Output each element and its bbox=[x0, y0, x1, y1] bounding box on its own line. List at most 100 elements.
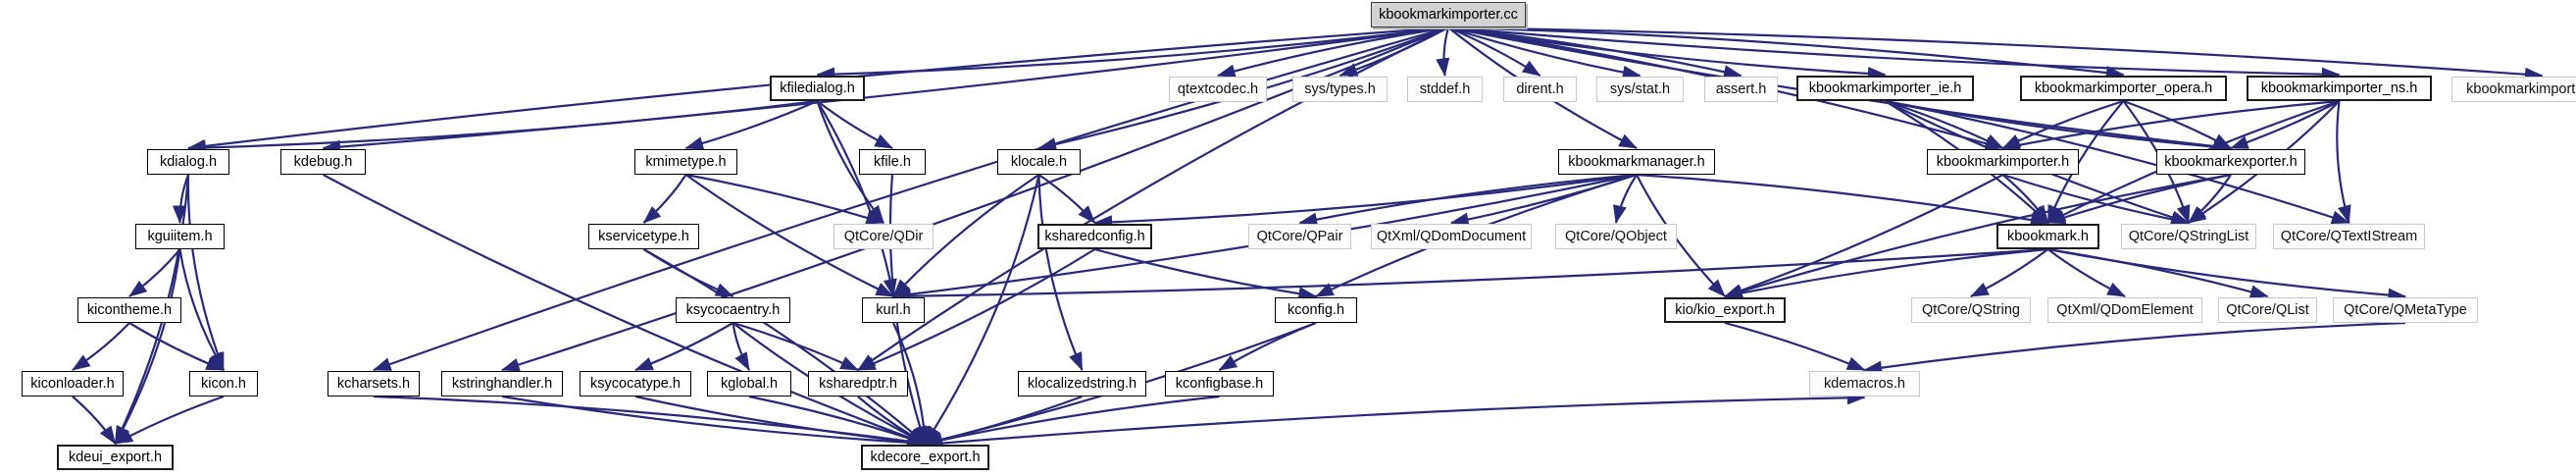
graph-node-label: kbookmarkexporter.h bbox=[2164, 153, 2298, 170]
graph-node-qtextcodec[interactable]: qtextcodec.h bbox=[1169, 77, 1267, 102]
graph-edge-root-to-dirent bbox=[1447, 26, 1541, 77]
graph-node-kstringhandler[interactable]: kstringhandler.h bbox=[441, 371, 563, 397]
graph-node-kdecore_export[interactable]: kdecore_export.h bbox=[861, 445, 989, 470]
graph-edge-kbookmarkmanager-to-ksharedconfig bbox=[1093, 173, 1638, 230]
graph-edge-importer_ns-to-qtcore_qtextstr bbox=[2336, 100, 2351, 225]
graph-edge-importer_ie-to-qtcore_qtextstr bbox=[1885, 99, 2350, 225]
graph-node-sysstat[interactable]: sys/stat.h bbox=[1596, 77, 1684, 102]
graph-node-kiconloader[interactable]: kiconloader.h bbox=[22, 371, 124, 397]
graph-node-label: QtCore/QTextIStream bbox=[2280, 228, 2418, 244]
graph-node-qtxml_qdomdoc[interactable]: QtXml/QDomDocument bbox=[1371, 224, 1532, 249]
graph-node-label: assert.h bbox=[1715, 80, 1767, 97]
graph-node-kicontheme[interactable]: kicontheme.h bbox=[77, 297, 181, 323]
graph-edge-kconfig-to-kconfigbase bbox=[1218, 321, 1317, 371]
graph-node-qtcore_qlist[interactable]: QtCore/QList bbox=[2218, 297, 2317, 323]
graph-node-label: sys/types.h bbox=[1304, 80, 1376, 97]
graph-node-kdebug[interactable]: kdebug.h bbox=[280, 149, 366, 175]
graph-node-label: kbookmarkimporter_ns.h bbox=[2260, 79, 2418, 96]
graph-node-label: QtXml/QDomElement bbox=[2056, 301, 2194, 318]
graph-node-label: kdialog.h bbox=[159, 153, 218, 170]
graph-edge-kiconloader-to-kdeui_export bbox=[72, 396, 117, 445]
graph-node-label: QtXml/QDomDocument bbox=[1376, 228, 1527, 244]
graph-node-kdeui_export[interactable]: kdeui_export.h bbox=[57, 445, 174, 470]
graph-edge-kbookmarkimporter-to-kio_export bbox=[1723, 174, 2004, 298]
graph-node-importer_opera[interactable]: kbookmarkimporter_opera.h bbox=[2020, 76, 2227, 101]
graph-node-label: QtCore/QStringList bbox=[2128, 228, 2249, 244]
graph-node-assert[interactable]: assert.h bbox=[1704, 77, 1778, 102]
graph-node-label: dirent.h bbox=[1516, 80, 1564, 97]
graph-node-qtcore_qdir[interactable]: QtCore/QDir bbox=[833, 224, 934, 249]
graph-edge-kdebug-to-kdecore_export bbox=[322, 174, 927, 446]
graph-node-kglobal[interactable]: kglobal.h bbox=[707, 371, 791, 397]
graph-node-label: klocalizedstring.h bbox=[1027, 375, 1137, 392]
graph-node-label: kguiitem.h bbox=[147, 228, 213, 244]
graph-node-kicon[interactable]: kicon.h bbox=[189, 371, 258, 397]
graph-node-kbookmarkimporter[interactable]: kbookmarkimporter.h bbox=[1927, 149, 2079, 175]
graph-node-label: kdeui_export.h bbox=[68, 449, 163, 465]
graph-node-kmimetype[interactable]: kmimetype.h bbox=[634, 149, 737, 175]
graph-node-kbookmarkexporter[interactable]: kbookmarkexporter.h bbox=[2156, 149, 2305, 175]
graph-node-ksycocatype[interactable]: ksycocatype.h bbox=[580, 371, 691, 397]
graph-node-importer_ie[interactable]: kbookmarkimporter_ie.h bbox=[1796, 76, 1974, 101]
graph-edge-kbookmarkimporter-to-kbookmark bbox=[2001, 174, 2049, 224]
graph-node-stddef[interactable]: stddef.h bbox=[1407, 77, 1483, 102]
graph-node-label: QtCore/QDir bbox=[843, 228, 924, 244]
graph-edge-kdecore_export-to-kdemacros bbox=[925, 391, 1866, 447]
graph-edge-kbookmarkmanager-to-qtcore_qpair bbox=[1298, 173, 1638, 227]
graph-node-qtcore_qobject[interactable]: QtCore/QObject bbox=[1555, 224, 1677, 249]
graph-node-qtcore_qtextstr[interactable]: QtCore/QTextIStream bbox=[2273, 224, 2425, 249]
graph-edge-kfiledialog-to-kfile bbox=[816, 100, 893, 149]
graph-node-label: kdecore_export.h bbox=[870, 449, 981, 465]
graph-node-ksharedconfig[interactable]: ksharedconfig.h bbox=[1037, 224, 1152, 249]
graph-edge-kfiledialog-to-kmimetype bbox=[684, 99, 818, 150]
graph-node-importer_ns[interactable]: kbookmarkimporter_ns.h bbox=[2247, 76, 2432, 101]
graph-node-systypes[interactable]: sys/types.h bbox=[1292, 77, 1388, 102]
graph-node-kbookmarkmanager[interactable]: kbookmarkmanager.h bbox=[1558, 149, 1715, 175]
graph-node-kbookmark[interactable]: kbookmark.h bbox=[1996, 224, 2099, 249]
graph-node-kdemacros[interactable]: kdemacros.h bbox=[1809, 371, 1920, 397]
graph-node-label: kbookmarkimporter.moc bbox=[2466, 80, 2576, 97]
graph-node-importer_moc[interactable]: kbookmarkimporter.moc bbox=[2451, 77, 2576, 102]
graph-node-kservicetype[interactable]: kservicetype.h bbox=[588, 224, 699, 249]
graph-node-kfile[interactable]: kfile.h bbox=[859, 149, 926, 175]
graph-edge-ksharedconfig-to-ksharedptr bbox=[856, 248, 1096, 372]
graph-node-kconfig[interactable]: kconfig.h bbox=[1275, 297, 1357, 323]
graph-edge-kmimetype-to-qtcore_qdir bbox=[685, 173, 885, 225]
graph-node-kdialog[interactable]: kdialog.h bbox=[147, 149, 229, 175]
graph-edge-importer_ns-to-kbookmarkexporter bbox=[2229, 100, 2341, 150]
graph-node-qtcore_qstrlist[interactable]: QtCore/QStringList bbox=[2121, 224, 2256, 249]
graph-node-kio_export[interactable]: kio/kio_export.h bbox=[1664, 297, 1786, 323]
graph-edge-kservicetype-to-kdecore_export bbox=[642, 248, 927, 445]
graph-edge-kicontheme-to-kiconloader bbox=[72, 322, 130, 371]
graph-node-root[interactable]: kbookmarkimporter.cc bbox=[1371, 2, 1526, 27]
graph-edge-ksharedconfig-to-kconfig bbox=[1094, 247, 1318, 301]
graph-node-label: QtCore/QPair bbox=[1256, 228, 1343, 244]
graph-node-qtcore_qmetatype[interactable]: QtCore/QMetaType bbox=[2333, 297, 2478, 323]
graph-node-dirent[interactable]: dirent.h bbox=[1503, 77, 1577, 102]
graph-node-label: kglobal.h bbox=[720, 375, 779, 392]
graph-node-ksycocaentry[interactable]: ksycocaentry.h bbox=[676, 297, 790, 323]
graph-edge-kstringhandler-to-kdecore_export bbox=[501, 395, 927, 450]
graph-node-qtcore_qstring[interactable]: QtCore/QString bbox=[1911, 297, 2031, 323]
graph-node-qtxml_qdomelem[interactable]: QtXml/QDomElement bbox=[2047, 297, 2202, 323]
graph-node-label: stddef.h bbox=[1419, 80, 1471, 97]
graph-edge-kglobal-to-kdecore_export bbox=[748, 395, 927, 446]
graph-edge-klocale-to-kurl bbox=[892, 174, 1040, 297]
graph-node-kurl[interactable]: kurl.h bbox=[862, 297, 925, 323]
graph-node-kguiitem[interactable]: kguiitem.h bbox=[135, 224, 225, 249]
graph-node-label: qtextcodec.h bbox=[1177, 80, 1259, 97]
graph-edge-root-to-importer_moc bbox=[1447, 26, 2544, 81]
graph-node-klocale[interactable]: klocale.h bbox=[997, 149, 1081, 175]
graph-node-qtcore_qpair[interactable]: QtCore/QPair bbox=[1248, 224, 1351, 249]
graph-node-ksharedptr[interactable]: ksharedptr.h bbox=[808, 371, 908, 397]
graph-edge-root-to-sysstat bbox=[1447, 26, 1642, 79]
graph-node-label: QtCore/QString bbox=[1922, 301, 2020, 318]
graph-edge-kbookmark-to-kurl bbox=[891, 247, 2048, 303]
graph-edge-kbookmark-to-qtcore_qstring bbox=[1970, 248, 2049, 297]
graph-node-kcharsets[interactable]: kcharsets.h bbox=[328, 371, 420, 397]
graph-node-kconfigbase[interactable]: kconfigbase.h bbox=[1165, 371, 1274, 397]
graph-node-klocalizedstring[interactable]: klocalizedstring.h bbox=[1018, 371, 1146, 397]
graph-node-label: QtCore/QList bbox=[2226, 301, 2309, 318]
graph-node-kfiledialog[interactable]: kfiledialog.h bbox=[770, 76, 865, 101]
